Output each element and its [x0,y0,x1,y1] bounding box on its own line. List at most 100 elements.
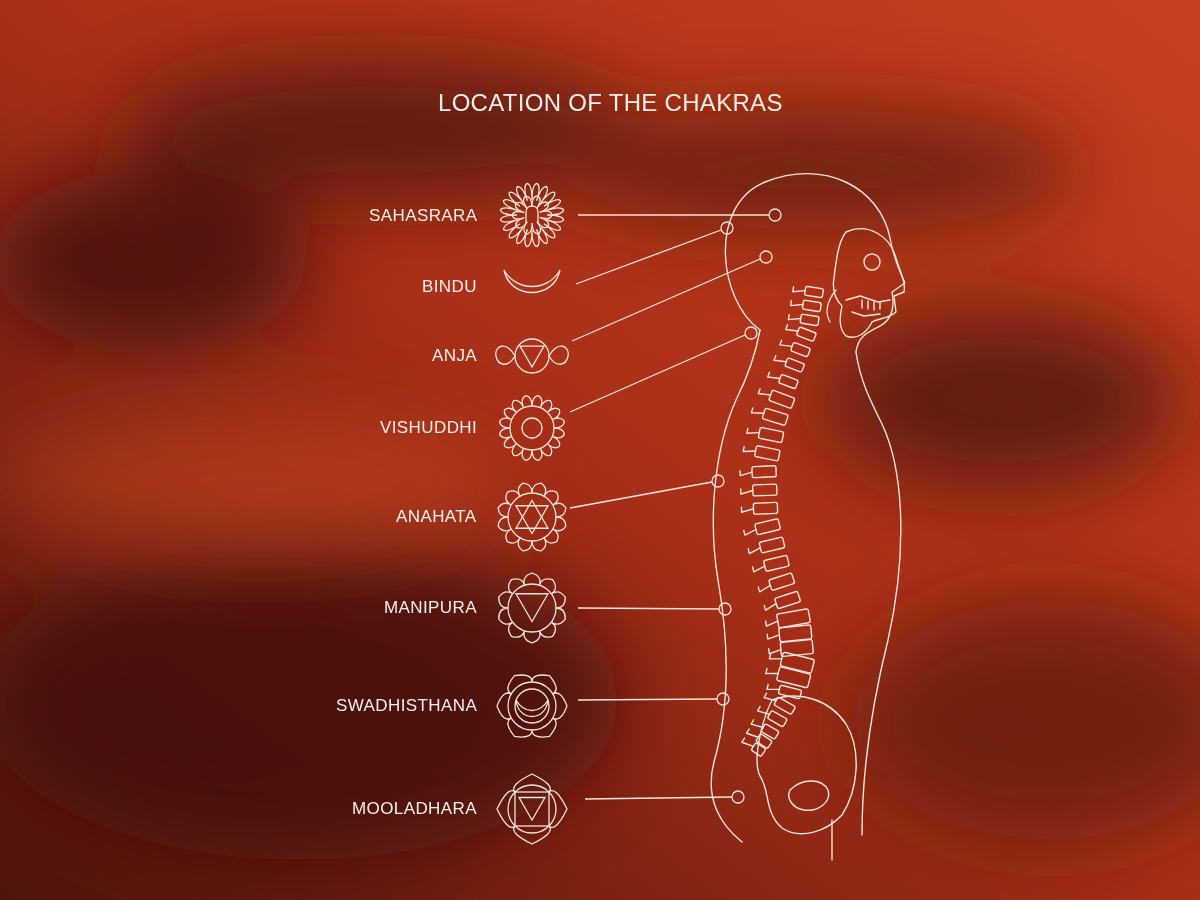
spinous-process [744,528,757,536]
spinous-process [753,564,766,572]
vertebra-body [752,466,776,478]
vertebra-body [756,734,773,749]
vertebra-body [762,408,788,426]
circle [508,785,556,833]
vertebra-body [759,537,785,553]
pelvis [757,696,856,834]
vertebra-body [800,314,819,326]
spine [740,284,824,756]
lingam [526,206,538,224]
vertebra-body [763,555,789,571]
vertebra-body [754,446,780,461]
vertebra-body [753,484,777,496]
vertebra [763,591,801,612]
chakra-name: ANAHATA [396,507,477,527]
spinous-process [747,428,760,435]
leader-lines [570,215,769,799]
vertebra-body [796,327,816,342]
vertebra-body [790,342,810,357]
vertebra [741,736,766,757]
vertebra [741,502,777,514]
vertebra-body [780,639,813,656]
spinous-process [788,315,801,322]
spinous-process [758,389,771,398]
vertebra-body [785,358,805,373]
vertebra-body [767,710,787,727]
vertebra [757,704,788,727]
vertebra [740,466,776,478]
spinous-process [774,356,787,365]
vertebra [767,370,798,389]
lotus-petals [500,183,563,246]
spinous-process [748,546,761,554]
spinous-process [791,301,804,308]
vertebra [779,338,810,357]
vertebra [746,425,783,443]
vertebra [767,682,802,699]
chakra-name: ANJA [432,346,477,366]
vertebra [757,573,795,594]
vertebra [757,386,795,409]
circle [522,418,542,438]
pelvis-foramen [789,781,829,810]
leg-line [831,820,832,860]
skull-eye [864,254,880,270]
spinous-process [751,408,764,416]
title: LOCATION OF THE CHAKRAS [438,88,783,118]
bindu-crescent [504,270,560,293]
triangle [519,797,545,820]
vertebra-body [778,374,798,389]
spinous-process [769,648,781,654]
lotus-petals [498,483,566,551]
vertebra [752,555,790,574]
body-front-outline [856,352,901,835]
vertebra [743,519,781,538]
vertebra-body [769,390,795,409]
circle [515,689,549,723]
spinous-process [758,583,771,591]
vertebra [765,664,811,688]
square [515,792,549,826]
chakra-name: SWADHISTHANA [336,696,477,716]
vertebra [747,537,785,556]
vertebra-body [774,697,796,715]
spinous-process [786,325,799,334]
spinous-process [768,372,781,381]
circle [508,584,556,632]
vertebra [790,298,821,312]
spinous-process [780,340,793,349]
chakra-name: MANIPURA [384,598,477,618]
vertebra [773,353,804,372]
vertebra [763,691,795,715]
vertebra [751,405,789,426]
two-petals [496,346,568,364]
chakra-name: SAHASRARA [369,206,477,226]
vertebra-body [761,724,779,740]
triangle [520,346,544,367]
vertebra [768,639,813,657]
spinous-process [746,729,759,740]
skull-jaw [827,290,890,322]
lotus-petals [499,573,566,643]
vertebra-body [774,591,800,609]
vertebra-body [778,685,802,699]
body-back-outline [711,330,760,842]
spinous-process [742,738,755,749]
lotus-petals [500,396,565,461]
spinous-process [751,720,764,730]
vertebra-body [804,286,823,298]
spinous-process [740,470,752,475]
chakra-symbols [496,183,568,844]
circle [508,493,556,541]
vertebra [741,484,777,496]
vertebra-body [802,300,821,312]
location-dots [712,209,781,803]
circle [515,339,549,373]
vertebra-body [755,519,781,535]
spinous-process [766,669,779,677]
vertebra-body [780,652,814,673]
vertebra-body [769,573,795,591]
circle [510,406,554,450]
triangle [516,594,548,622]
